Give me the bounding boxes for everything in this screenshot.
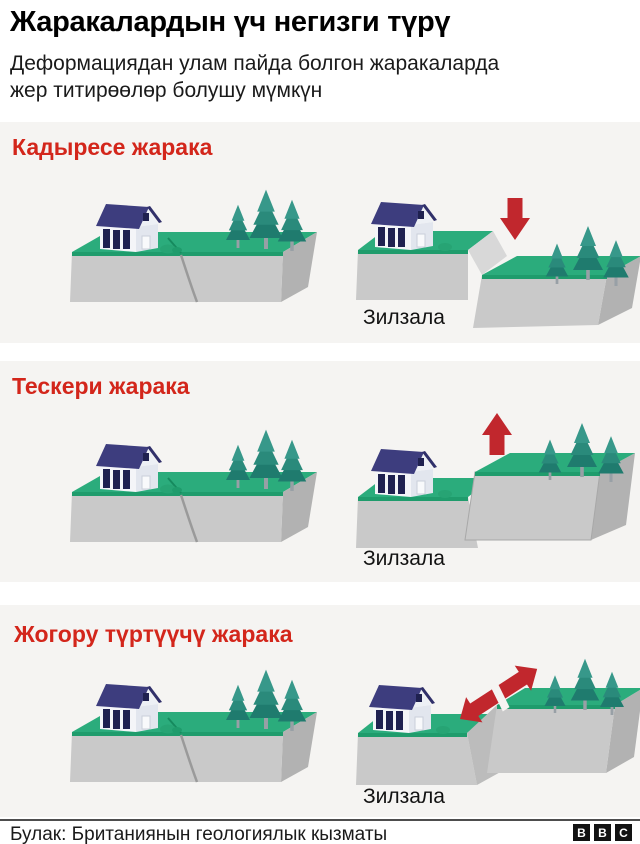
bbc-logo: B B C <box>573 824 632 841</box>
earthquake-label: Зилзала <box>363 785 445 808</box>
page-title: Жаракалардын үч негизги түрү <box>10 6 451 38</box>
thrust-fault-illustration <box>356 658 640 785</box>
ground-block <box>70 190 317 302</box>
header: Жаракалардын үч негизги түрү Деформацияд… <box>10 6 632 104</box>
section-reverse-fault: Тескери жарака Зилзала <box>0 361 640 582</box>
source-credit: Булак: Британиянын геологиялык кызматы <box>10 824 388 844</box>
section-heading: Кадыресе жарака <box>12 134 213 160</box>
earthquake-label: Зилзала <box>363 547 445 570</box>
ground-block <box>356 688 640 785</box>
down-arrow-icon <box>500 198 530 240</box>
normal-fault-illustration <box>356 198 640 328</box>
page-subtitle: Деформациядан улам пайда болгон жаракала… <box>10 52 500 102</box>
ground-block <box>356 231 640 328</box>
section-heading: Жогору түртүүчү жарака <box>14 621 293 647</box>
bbc-logo-letter: C <box>615 824 632 841</box>
before-fault-illustration <box>60 185 320 310</box>
section-normal-fault: Кадыресе жарака Зилзала <box>0 122 640 343</box>
section-heading: Тескери жарака <box>12 373 190 399</box>
ground-block <box>70 430 317 542</box>
house-icon <box>370 201 438 251</box>
section-thrust-fault: Жогору түртүүчү жарака <box>0 605 640 817</box>
ground-block <box>70 670 317 782</box>
before-fault-illustration <box>60 665 320 790</box>
up-arrow-icon <box>482 413 512 455</box>
earthquake-label: Зилзала <box>363 306 445 329</box>
double-arrow-icon <box>460 665 538 723</box>
house-icon <box>370 448 438 498</box>
bbc-logo-letter: B <box>573 824 590 841</box>
ground-block <box>356 453 635 548</box>
before-fault-illustration <box>60 425 320 550</box>
bbc-logo-letter: B <box>594 824 611 841</box>
reverse-fault-illustration <box>356 413 635 548</box>
house-icon <box>368 684 436 734</box>
footer: Булак: Британиянын геологиялык кызматы B… <box>0 819 640 844</box>
fault-scarp <box>468 231 507 275</box>
